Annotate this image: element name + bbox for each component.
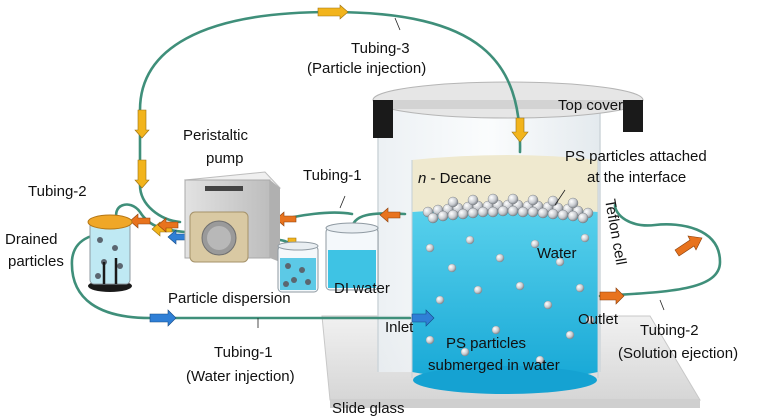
particle-dispersion-beaker bbox=[277, 241, 319, 293]
water-body bbox=[412, 208, 598, 381]
di-water-beaker bbox=[325, 222, 379, 291]
label-teflon-cell: Teflon cell bbox=[601, 198, 629, 267]
submerged-particles bbox=[425, 233, 595, 365]
label-pump-line2: pump bbox=[206, 150, 244, 167]
label-ps-submerged-1: PS particles bbox=[446, 335, 526, 352]
drained-particles-container bbox=[87, 214, 133, 292]
top-cover bbox=[372, 81, 644, 138]
arrow-yellow-top bbox=[317, 4, 349, 20]
arrow-blue-inlet bbox=[411, 309, 435, 327]
label-tubing-3: Tubing-3 bbox=[351, 40, 410, 57]
label-outlet: Outlet bbox=[578, 311, 619, 328]
leader-lines bbox=[257, 17, 665, 328]
teflon-cell bbox=[377, 110, 601, 394]
arrow-yellow-left-2 bbox=[134, 159, 150, 189]
arrow-blue-pump bbox=[167, 229, 187, 245]
label-slide-glass: Slide glass bbox=[332, 400, 405, 417]
tubing-2-right-line bbox=[598, 203, 722, 298]
label-decane-n: n bbox=[418, 170, 426, 187]
label-drained-2: particles bbox=[8, 253, 64, 270]
label-tubing-1-top: Tubing-1 bbox=[303, 167, 362, 184]
arrow-orange-outlet bbox=[599, 287, 625, 305]
label-tubing-2-left: Tubing-2 bbox=[28, 183, 87, 200]
arrow-orange-1 bbox=[379, 207, 401, 223]
label-inlet: Inlet bbox=[385, 319, 414, 336]
label-particle-dispersion: Particle dispersion bbox=[168, 290, 291, 307]
label-tubing-1-bottom-sub: (Water injection) bbox=[186, 368, 295, 385]
peristaltic-pump bbox=[183, 171, 282, 263]
label-decane: n - Decane bbox=[418, 170, 491, 187]
label-decane-rest: - Decane bbox=[426, 170, 491, 187]
arrow-orange-right bbox=[674, 235, 703, 257]
arrow-blue-bottom bbox=[149, 309, 177, 327]
arrow-yellow-down bbox=[511, 117, 529, 143]
label-tubing-1-bottom: Tubing-1 bbox=[214, 344, 273, 361]
label-tubing-2-right-sub: (Solution ejection) bbox=[618, 345, 738, 362]
label-ps-submerged-2: submerged in water bbox=[428, 357, 560, 374]
label-tubing-2-right: Tubing-2 bbox=[640, 322, 699, 339]
label-top-cover: Top cover bbox=[558, 97, 623, 114]
label-tubing-3-sub: (Particle injection) bbox=[307, 60, 426, 77]
label-ps-attached-1: PS particles attached bbox=[565, 148, 707, 165]
label-water: Water bbox=[537, 245, 576, 262]
arrow-orange-3 bbox=[157, 217, 179, 233]
arrow-yellow-left-1 bbox=[134, 109, 150, 139]
label-di-water: DI water bbox=[334, 280, 390, 297]
tubing-3-line bbox=[138, 10, 522, 224]
label-drained-1: Drained bbox=[5, 231, 58, 248]
arrow-orange-4 bbox=[129, 213, 151, 229]
interface-particles bbox=[422, 193, 594, 224]
label-ps-attached-2: at the interface bbox=[587, 169, 686, 186]
label-pump-line1: Peristaltic bbox=[183, 127, 249, 144]
